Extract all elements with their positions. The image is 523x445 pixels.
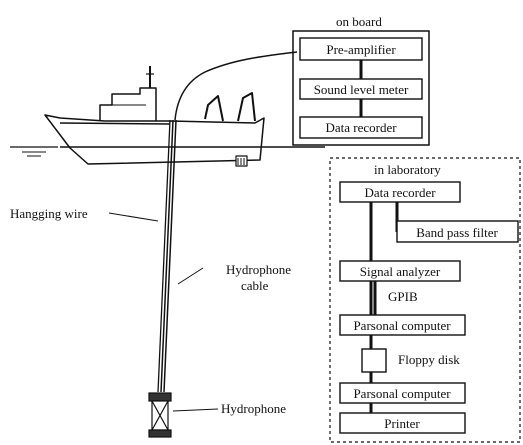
band-pass-filter-label: Band pass filter: [416, 225, 498, 240]
printer-label: Printer: [384, 416, 420, 431]
hydrophone-cable-pointer: [177, 267, 204, 285]
lab-data-recorder-label: Data recorder: [364, 185, 436, 200]
laboratory-panel: [329, 157, 521, 443]
band-pass-filter-box: [396, 220, 519, 243]
on-board-data-recorder-box: [299, 116, 423, 139]
ship: [44, 66, 265, 167]
sea-surface: [10, 146, 325, 157]
hanging-wire-pointer: [108, 212, 159, 222]
hanging-wire: [157, 119, 171, 393]
pre-amplifier-box: [299, 37, 423, 61]
signal-analyzer-box: [339, 260, 461, 282]
personal-computer-1-label: Parsonal computer: [353, 318, 451, 333]
lab-data-recorder-box: [339, 181, 461, 203]
on-board-heading: on board: [336, 14, 382, 29]
laboratory-connectors: [369, 202, 399, 413]
hydrophone-cable-label-line1: Hydrophone: [226, 262, 291, 277]
sound-level-meter-box: [299, 78, 423, 100]
personal-computer-1-box: [339, 314, 466, 336]
signal-analyzer-label: Signal analyzer: [360, 264, 441, 279]
floppy-disk-box: [361, 348, 387, 373]
sound-level-meter-label: Sound level meter: [314, 82, 409, 97]
hydrophone-cable: [160, 51, 298, 393]
hydrophone-icon: [148, 392, 172, 438]
on-board-panel: [292, 30, 430, 146]
personal-computer-2-box: [339, 382, 466, 404]
hydrophone-pointer: [172, 408, 219, 412]
hydrophone-label: Hydrophone: [221, 401, 286, 416]
hanging-wire-label: Hangging wire: [10, 206, 88, 221]
printer-box: [339, 412, 466, 434]
gpib-label: GPIB: [388, 289, 418, 304]
hydrophone-cable-label-line2: cable: [241, 278, 269, 293]
floppy-disk-label: Floppy disk: [398, 352, 460, 367]
laboratory-heading: in laboratory: [374, 162, 441, 177]
on-board-data-recorder-label: Data recorder: [325, 120, 397, 135]
personal-computer-2-label: Parsonal computer: [353, 386, 451, 401]
pre-amplifier-label: Pre-amplifier: [326, 42, 396, 57]
